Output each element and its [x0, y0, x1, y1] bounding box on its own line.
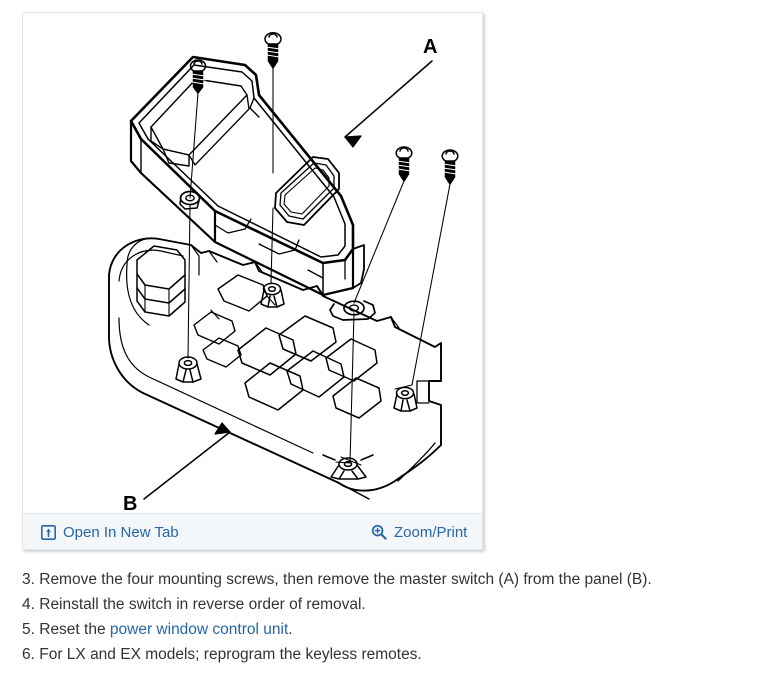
step-text: Reset the	[34, 621, 110, 638]
step-number: 3.	[22, 571, 35, 588]
step-number: 5.	[22, 621, 35, 638]
callout-label-a: A	[423, 36, 437, 58]
open-in-new-tab-icon	[41, 524, 56, 540]
step-number: 4.	[22, 596, 35, 613]
zoom-print-label: Zoom/Print	[394, 523, 468, 541]
step-text: For LX and EX models; reprogram the keyl…	[34, 646, 422, 663]
step-text-tail: .	[288, 621, 293, 638]
callout-label-b: B	[123, 493, 137, 513]
procedure-steps-list: 3. Remove the four mounting screws, then…	[22, 567, 762, 667]
exploded-view-drawing: A B	[23, 13, 482, 513]
figure-toolbar: Open In New Tab Zoom/Print	[23, 513, 482, 549]
technical-diagram-image[interactable]: A B	[23, 13, 482, 513]
list-item: 5. Reset the power window control unit.	[22, 617, 762, 642]
open-in-new-tab-label: Open In New Tab	[63, 523, 179, 541]
list-item: 6. For LX and EX models; reprogram the k…	[22, 642, 762, 667]
step-text: Reinstall the switch in reverse order of…	[34, 596, 366, 613]
zoom-print-button[interactable]: Zoom/Print	[371, 514, 467, 550]
power-window-control-unit-link[interactable]: power window control unit	[109, 621, 289, 638]
list-item: 3. Remove the four mounting screws, then…	[22, 567, 762, 592]
list-item: 4. Reinstall the switch in reverse order…	[22, 592, 762, 617]
open-in-new-tab-button[interactable]: Open In New Tab	[41, 514, 179, 550]
magnifier-plus-icon	[371, 524, 387, 540]
step-number: 6.	[22, 646, 35, 663]
figure-panel: A B Open In New Tab	[22, 12, 483, 550]
step-text: Remove the four mounting screws, then re…	[34, 571, 652, 588]
